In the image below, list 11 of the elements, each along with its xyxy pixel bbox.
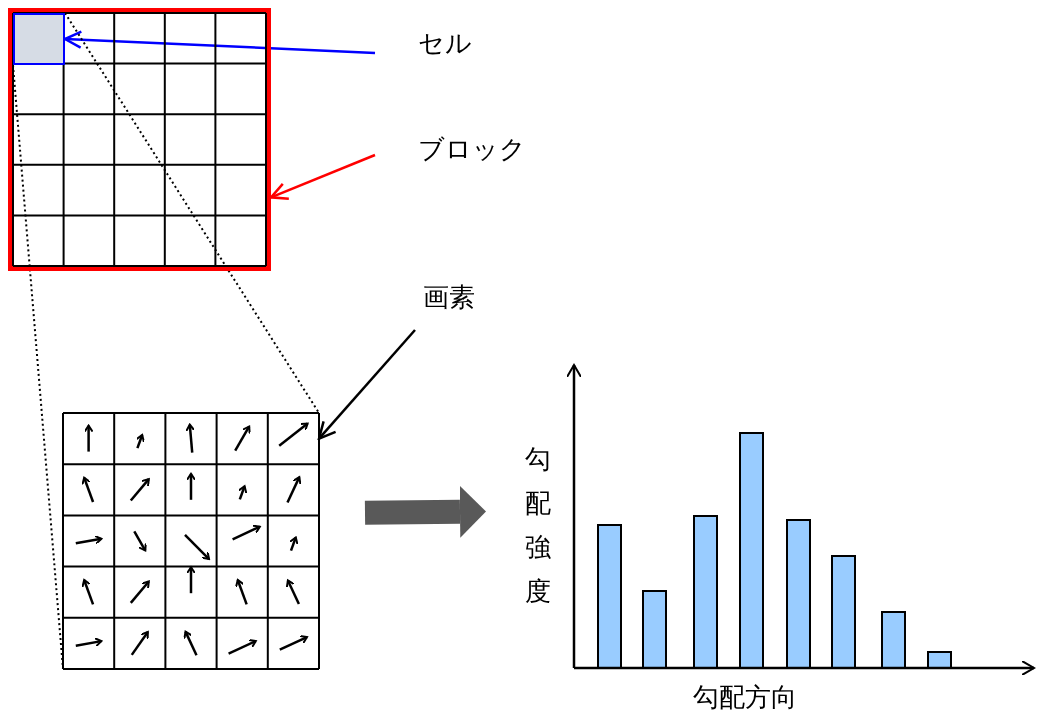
cell-box bbox=[13, 13, 65, 65]
block-grid bbox=[8, 8, 271, 271]
arrow bbox=[317, 329, 416, 440]
axis-label: 勾配強度 bbox=[525, 443, 552, 608]
block-label: ブロック bbox=[418, 134, 526, 164]
pixel-label: 画素 bbox=[423, 282, 475, 312]
axis-label: 勾配方向 bbox=[693, 682, 797, 712]
pixel-grid bbox=[63, 413, 319, 669]
arrow bbox=[269, 153, 376, 200]
block-arrow bbox=[364, 485, 486, 538]
cell-label: セル bbox=[418, 28, 472, 58]
